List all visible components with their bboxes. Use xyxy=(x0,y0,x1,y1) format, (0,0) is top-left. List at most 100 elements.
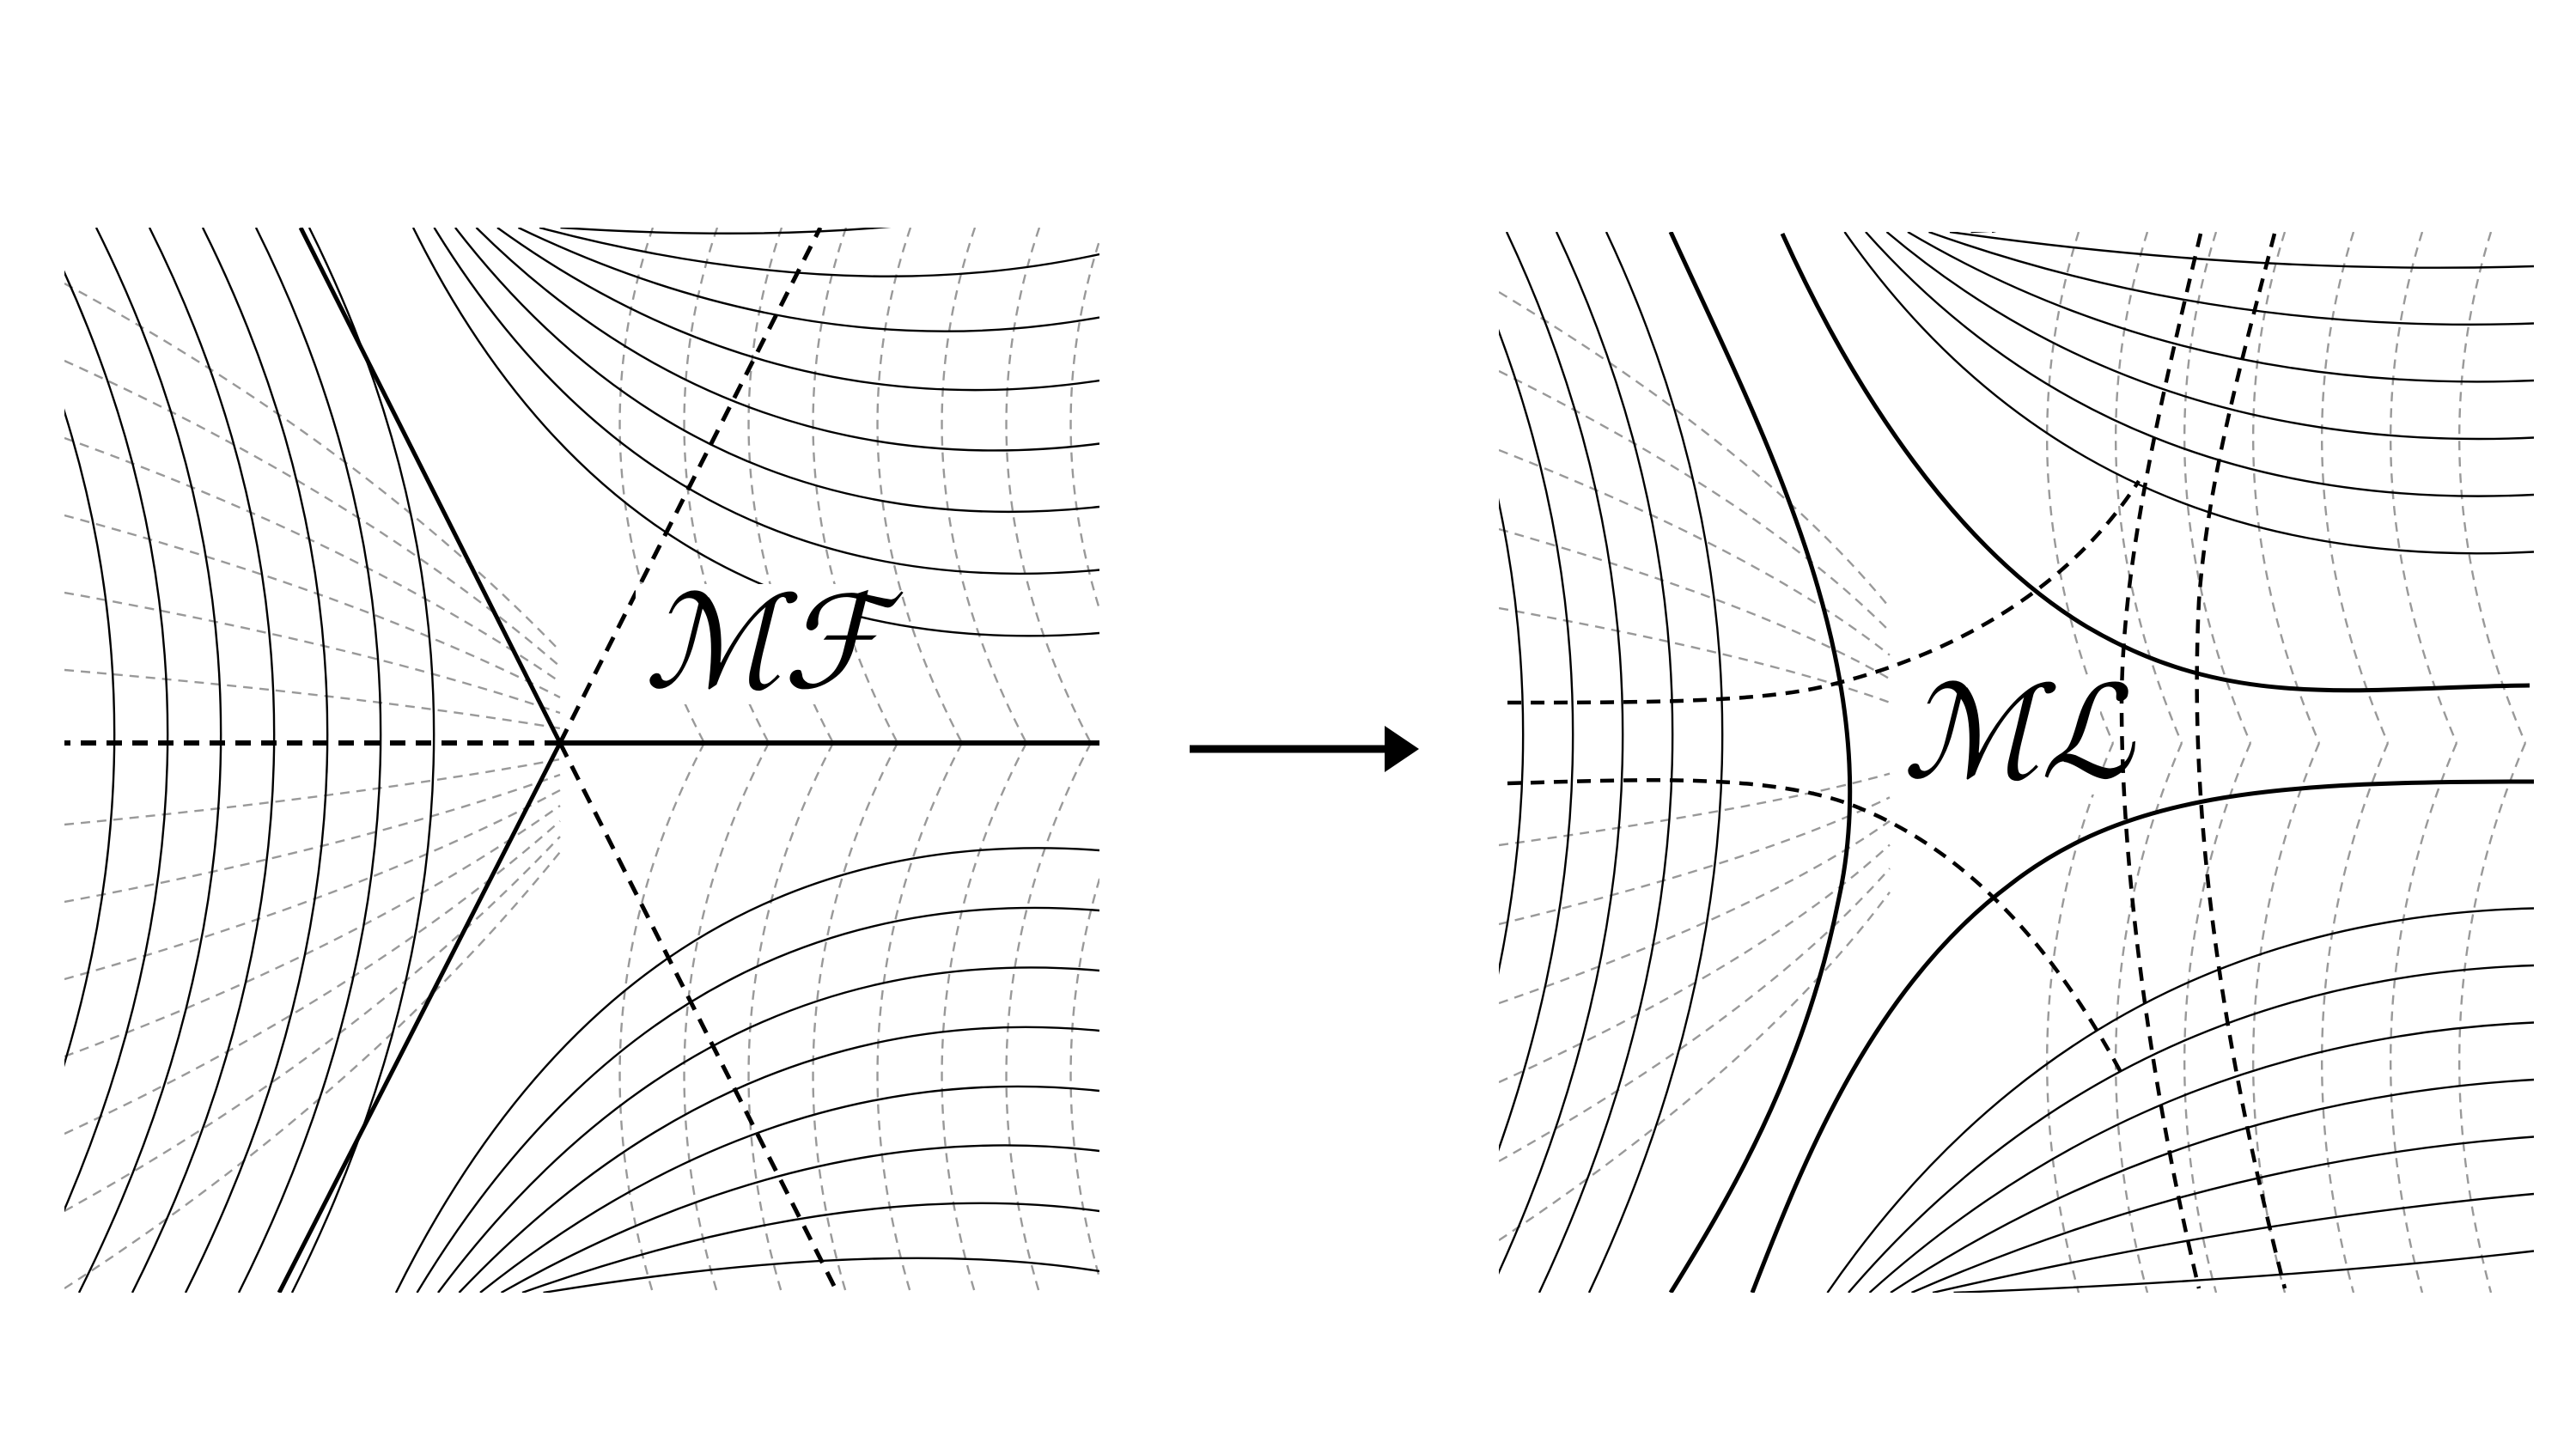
right-dual-west xyxy=(1499,448,1891,656)
left-dual-prong-up xyxy=(557,228,823,745)
right-leaf-southeast xyxy=(1932,1192,2534,1293)
left-leaf-west xyxy=(184,228,329,1293)
right-dual-northeast xyxy=(2115,232,2183,744)
right-dual-west xyxy=(1499,891,1891,1241)
right-leaf-southeast xyxy=(1890,1078,2534,1293)
left-leaf-west xyxy=(131,228,276,1293)
right-leaf-southeast xyxy=(1826,907,2534,1293)
left-leaf-northeast xyxy=(454,228,1099,513)
left-dual-west xyxy=(64,591,561,715)
right-dual-west xyxy=(1499,819,1891,1005)
right-leaf-northeast xyxy=(1928,232,2534,326)
left-leaf-southeast xyxy=(416,906,1099,1293)
right-leaf-northeast xyxy=(1907,232,2534,383)
left-panel: ℳℱ xyxy=(0,228,1099,1293)
right-dual-northeast xyxy=(2252,232,2321,744)
left-leaf-southeast xyxy=(500,1144,1099,1293)
left-leaf-northeast xyxy=(539,228,1099,277)
left-leaf-west xyxy=(77,228,222,1293)
left-dual-northeast xyxy=(1069,237,1099,612)
left-leaf-southeast xyxy=(543,1257,1099,1293)
right-bold-upper-boundary xyxy=(1780,232,2530,693)
left-dual-west xyxy=(64,359,561,667)
right-leaf-west xyxy=(1587,232,1724,1293)
right-leaf-lines xyxy=(1290,232,2534,1293)
right-dashed-upper-left xyxy=(1507,479,2141,705)
right-bold-left-boundary xyxy=(1668,232,1853,1293)
right-leaf-west xyxy=(1538,232,1674,1293)
right-dual-west xyxy=(1499,606,1891,704)
left-leaf-southeast xyxy=(437,966,1099,1293)
right-panel-label: ℳℒ xyxy=(1903,659,2135,808)
left-dual-west xyxy=(64,805,561,1058)
right-leaf-northeast xyxy=(1970,232,1990,234)
right-leaf-southeast xyxy=(1953,1250,2534,1293)
left-dual-northeast xyxy=(876,228,964,744)
left-leaf-southeast xyxy=(479,1085,1099,1293)
left-dual-northeast xyxy=(747,228,835,744)
right-dual-southeast xyxy=(2390,742,2458,1293)
right-leaf-northeast xyxy=(1992,232,1997,234)
right-dual-southeast xyxy=(2458,742,2527,1293)
left-panel-label: ℳℱ xyxy=(644,569,904,718)
left-leaf-southeast xyxy=(521,1202,1099,1293)
right-dual-west xyxy=(1499,796,1891,926)
right-leaf-west xyxy=(1340,232,1473,1293)
left-dual-west xyxy=(64,773,561,904)
left-dual-southeast xyxy=(812,742,899,1293)
right-dual-northeast xyxy=(2321,232,2390,744)
left-leaf-southeast xyxy=(394,847,1099,1293)
right-leaf-west xyxy=(1290,232,1423,1293)
right-panel: ℳℒ xyxy=(1290,232,2534,1293)
right-leaf-west xyxy=(1499,232,1624,1275)
left-dual-southeast xyxy=(876,742,964,1293)
left-leaf-west xyxy=(64,408,116,1067)
left-dual-southeast xyxy=(747,742,835,1293)
right-dual-southeast xyxy=(2046,742,2115,1293)
left-dual-west xyxy=(64,514,561,699)
left-leaf-northeast xyxy=(433,228,1099,575)
right-dual-northeast xyxy=(2390,232,2458,744)
right-dual-southeast xyxy=(2321,742,2390,1293)
right-dual-southeast xyxy=(2252,742,2321,1293)
left-dual-west xyxy=(64,668,561,730)
left-leaf-northeast xyxy=(560,228,892,234)
left-dual-northeast xyxy=(1005,228,1093,744)
right-bold-lower-boundary xyxy=(1750,779,2534,1293)
left-leaf-northeast xyxy=(411,228,1099,637)
right-dual-southeast xyxy=(2183,742,2252,1293)
right-leaf-southeast xyxy=(1848,964,2534,1293)
right-leaf-west xyxy=(1499,498,1525,975)
right-leaf-southeast xyxy=(1911,1135,2534,1293)
transition-arrow xyxy=(1190,726,1419,772)
right-dual-west xyxy=(1499,527,1891,680)
left-dual-southeast xyxy=(1069,875,1099,1282)
left-dual-west xyxy=(64,836,561,1213)
left-dual-west xyxy=(64,758,561,826)
right-dashed-vertical-outer xyxy=(2195,233,2287,1289)
right-dashed-lower-left xyxy=(1507,778,2123,1075)
left-dual-west xyxy=(64,820,561,1135)
left-leaf-west xyxy=(237,228,382,1293)
left-dual-northeast xyxy=(941,228,1028,744)
right-leaf-west xyxy=(1499,329,1574,1152)
left-dual-northeast xyxy=(618,228,706,744)
left-dual-southeast xyxy=(1005,742,1093,1293)
left-singular-leaves xyxy=(64,228,1099,1293)
right-leaf-northeast xyxy=(1885,232,2534,441)
right-dashed-vertical-inner xyxy=(2119,233,2203,1289)
right-dual-west xyxy=(1499,868,1891,1163)
left-leaf-lines xyxy=(0,228,1099,1293)
right-dual-northeast xyxy=(2458,232,2527,744)
left-leaf-northeast xyxy=(517,228,1099,332)
left-dual-northeast xyxy=(812,228,899,744)
left-dual-southeast xyxy=(941,742,1028,1293)
left-leaf-northeast xyxy=(475,228,1099,452)
right-dual-west xyxy=(1499,843,1891,1084)
left-dual-west xyxy=(64,436,561,683)
arrow-head-icon xyxy=(1385,726,1419,772)
left-leaf-west xyxy=(0,228,61,1293)
left-label-background xyxy=(636,584,855,704)
right-leaf-northeast xyxy=(1865,232,2534,497)
